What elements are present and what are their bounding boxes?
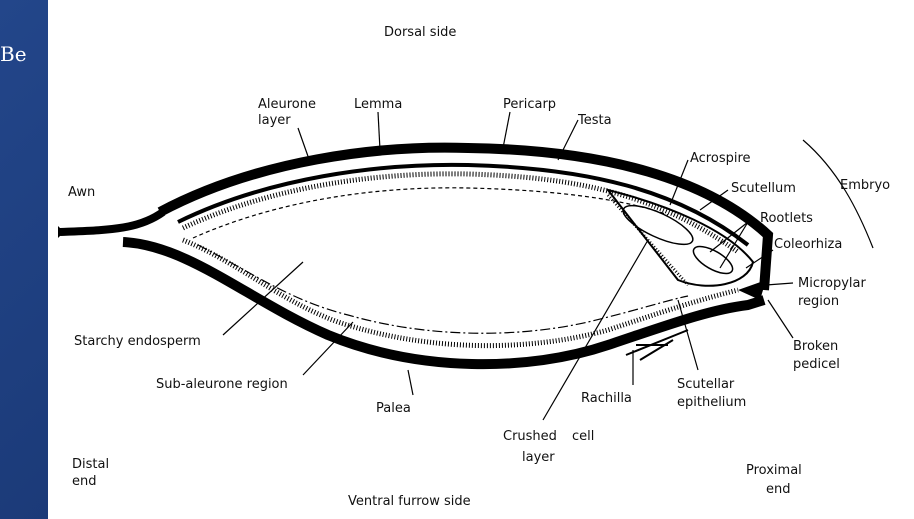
label-embryo: Embryo [840,178,890,193]
label-crushed-1: Crushed [503,429,557,444]
label-micropylar-1: Micropylar [798,276,867,291]
endosperm-outline [193,188,668,238]
label-subaleurone: Sub-aleurone region [156,377,288,392]
label-scutellar-2: epithelium [677,395,746,410]
rootlet-shape [689,241,736,279]
barley-grain-diagram: Dorsal side Ventral furrow side Awn Aleu… [48,0,914,519]
leader-scutellar [678,300,698,370]
leader-micropylar [766,283,793,285]
label-proximal-2: end [766,482,791,497]
label-micropylar-2: region [798,294,839,309]
label-aleurone-2: layer [258,113,291,128]
label-aleurone-1: Aleurone [258,97,316,112]
label-ventral: Ventral furrow side [348,494,471,509]
label-broken-2: pedicel [793,357,840,372]
label-starchy: Starchy endosperm [74,334,201,349]
label-awn: Awn [68,185,95,200]
aleurone-band-top [183,174,738,252]
leader-lemma [378,112,380,150]
label-distal-2: end [72,474,97,489]
label-palea: Palea [376,401,411,416]
label-distal-1: Distal [72,457,109,472]
label-pericarp: Pericarp [503,97,556,112]
label-crushed-2: cell [572,429,594,444]
awn-tip [58,226,64,238]
leader-pericarp [503,112,510,148]
embryo-brace [803,140,873,248]
label-coleorhiza: Coleorhiza [774,237,842,252]
label-rachilla: Rachilla [581,391,632,406]
leader-starchy [223,262,303,335]
label-proximal-1: Proximal [746,463,802,478]
label-lemma: Lemma [354,97,402,112]
leader-palea [408,370,413,395]
label-dorsal: Dorsal side [384,25,456,40]
label-scutellar-1: Scutellar [677,377,735,392]
label-scutellum: Scutellum [731,181,796,196]
label-crushed-3: layer [522,450,555,465]
label-testa: Testa [577,113,612,128]
label-acrospire: Acrospire [690,151,751,166]
label-rootlets: Rootlets [760,211,813,226]
label-broken-1: Broken [793,339,838,354]
diagram-svg: Dorsal side Ventral furrow side Awn Aleu… [48,0,914,519]
leader-rootlets-a [710,222,748,252]
leader-broken-pedicel [768,300,793,338]
subaleurone-line [198,245,688,333]
lemma-shell [160,148,768,290]
awn-stem [60,212,163,232]
